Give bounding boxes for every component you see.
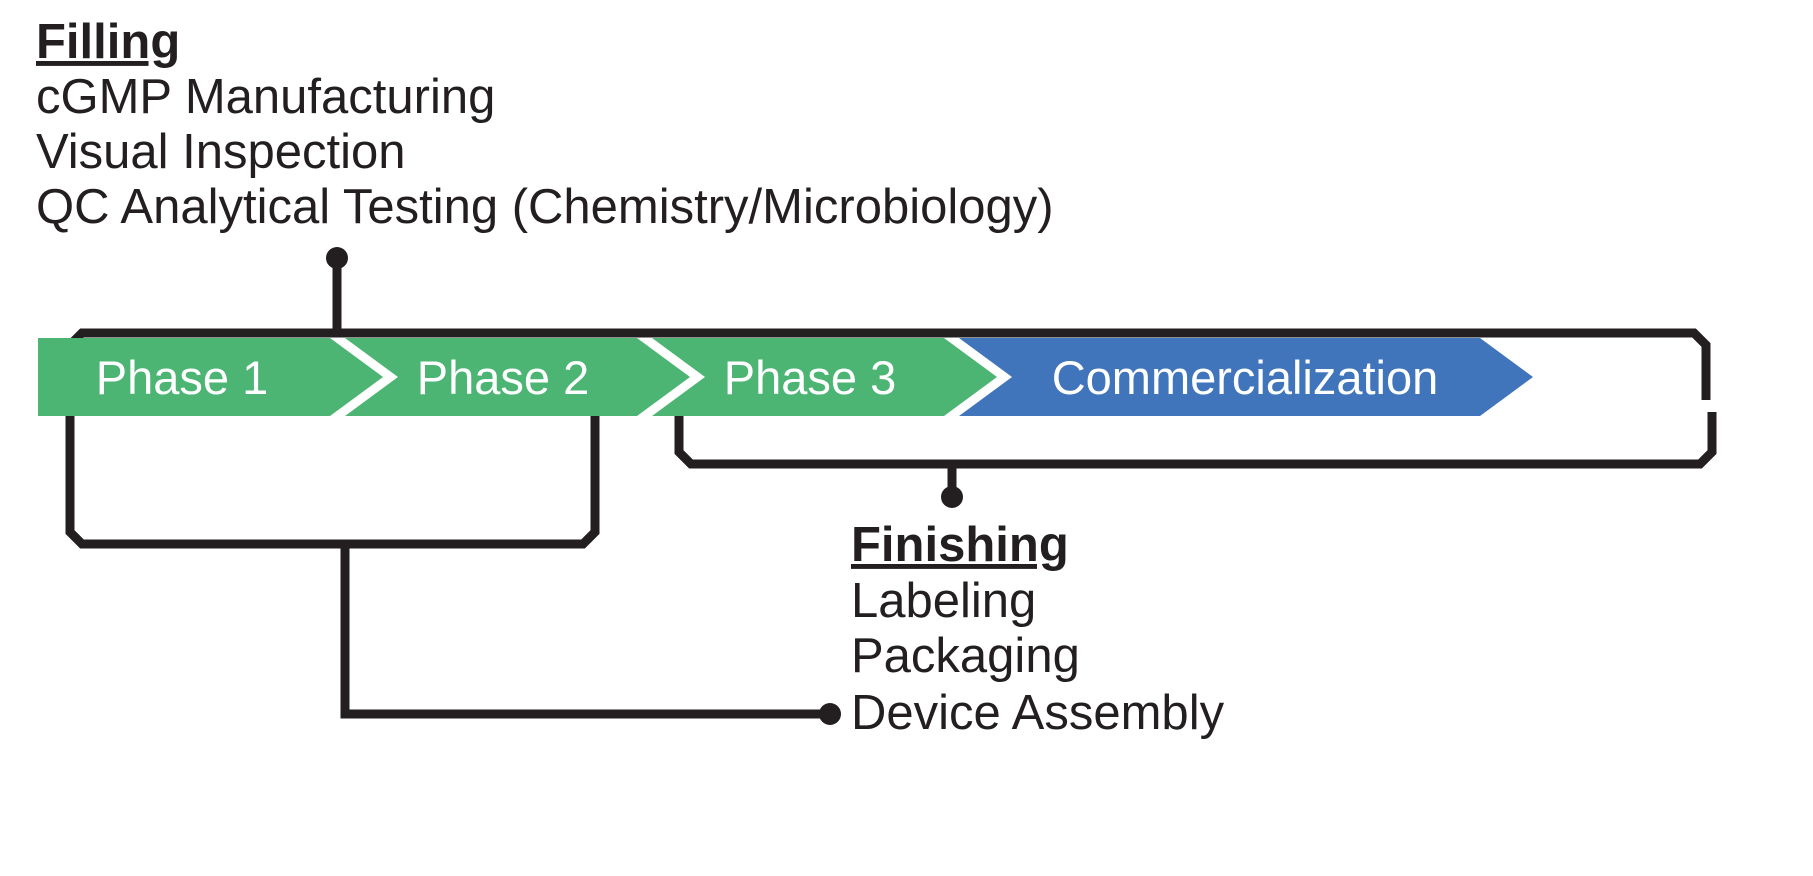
callout-filling-item-1: Visual Inspection <box>36 125 406 179</box>
chevron-phase-1[interactable]: Phase 1 <box>38 338 383 416</box>
chevron-commercialization-label: Commercialization <box>1052 351 1439 404</box>
callout-filling-heading: Filling <box>36 15 180 69</box>
device-assembly-bracket-path <box>65 412 600 549</box>
callout-finishing-item-1: Packaging <box>851 629 1080 683</box>
chevron-phase-3-label: Phase 3 <box>724 351 896 404</box>
device-assembly-stem-dot <box>819 703 841 725</box>
callout-filling-item-2: QC Analytical Testing (Chemistry/Microbi… <box>36 180 1054 234</box>
filling-stem-dot <box>326 247 348 269</box>
device-assembly-bracket <box>65 412 841 725</box>
chevron-phase-3-shape <box>652 338 997 416</box>
callout-filling-item-0: cGMP Manufacturing <box>36 70 495 124</box>
chevron-phase-1-label: Phase 1 <box>96 351 268 404</box>
chevron-commercialization-shape <box>959 338 1533 416</box>
chevron-phase-3[interactable]: Phase 3 <box>652 338 997 416</box>
finishing-bracket <box>674 412 1717 508</box>
finishing-stem-dot <box>941 486 963 508</box>
chevron-phase-2[interactable]: Phase 2 <box>345 338 690 416</box>
chevron-phase-2-shape <box>345 338 690 416</box>
finishing-bracket-path <box>674 412 1717 469</box>
callout-finishing: Finishing Labeling Packaging Device Asse… <box>851 518 1225 740</box>
callout-finishing-heading: Finishing <box>851 518 1069 572</box>
device-assembly-stem <box>340 544 822 719</box>
callout-finishing-item-2: Device Assembly <box>851 686 1225 740</box>
chevron-phase-2-label: Phase 2 <box>417 351 589 404</box>
callout-finishing-item-0: Labeling <box>851 574 1036 628</box>
callout-filling: Filling cGMP Manufacturing Visual Inspec… <box>36 15 1054 234</box>
chevron-commercialization[interactable]: Commercialization <box>959 338 1533 416</box>
chevron-phase-1-shape <box>38 338 383 416</box>
